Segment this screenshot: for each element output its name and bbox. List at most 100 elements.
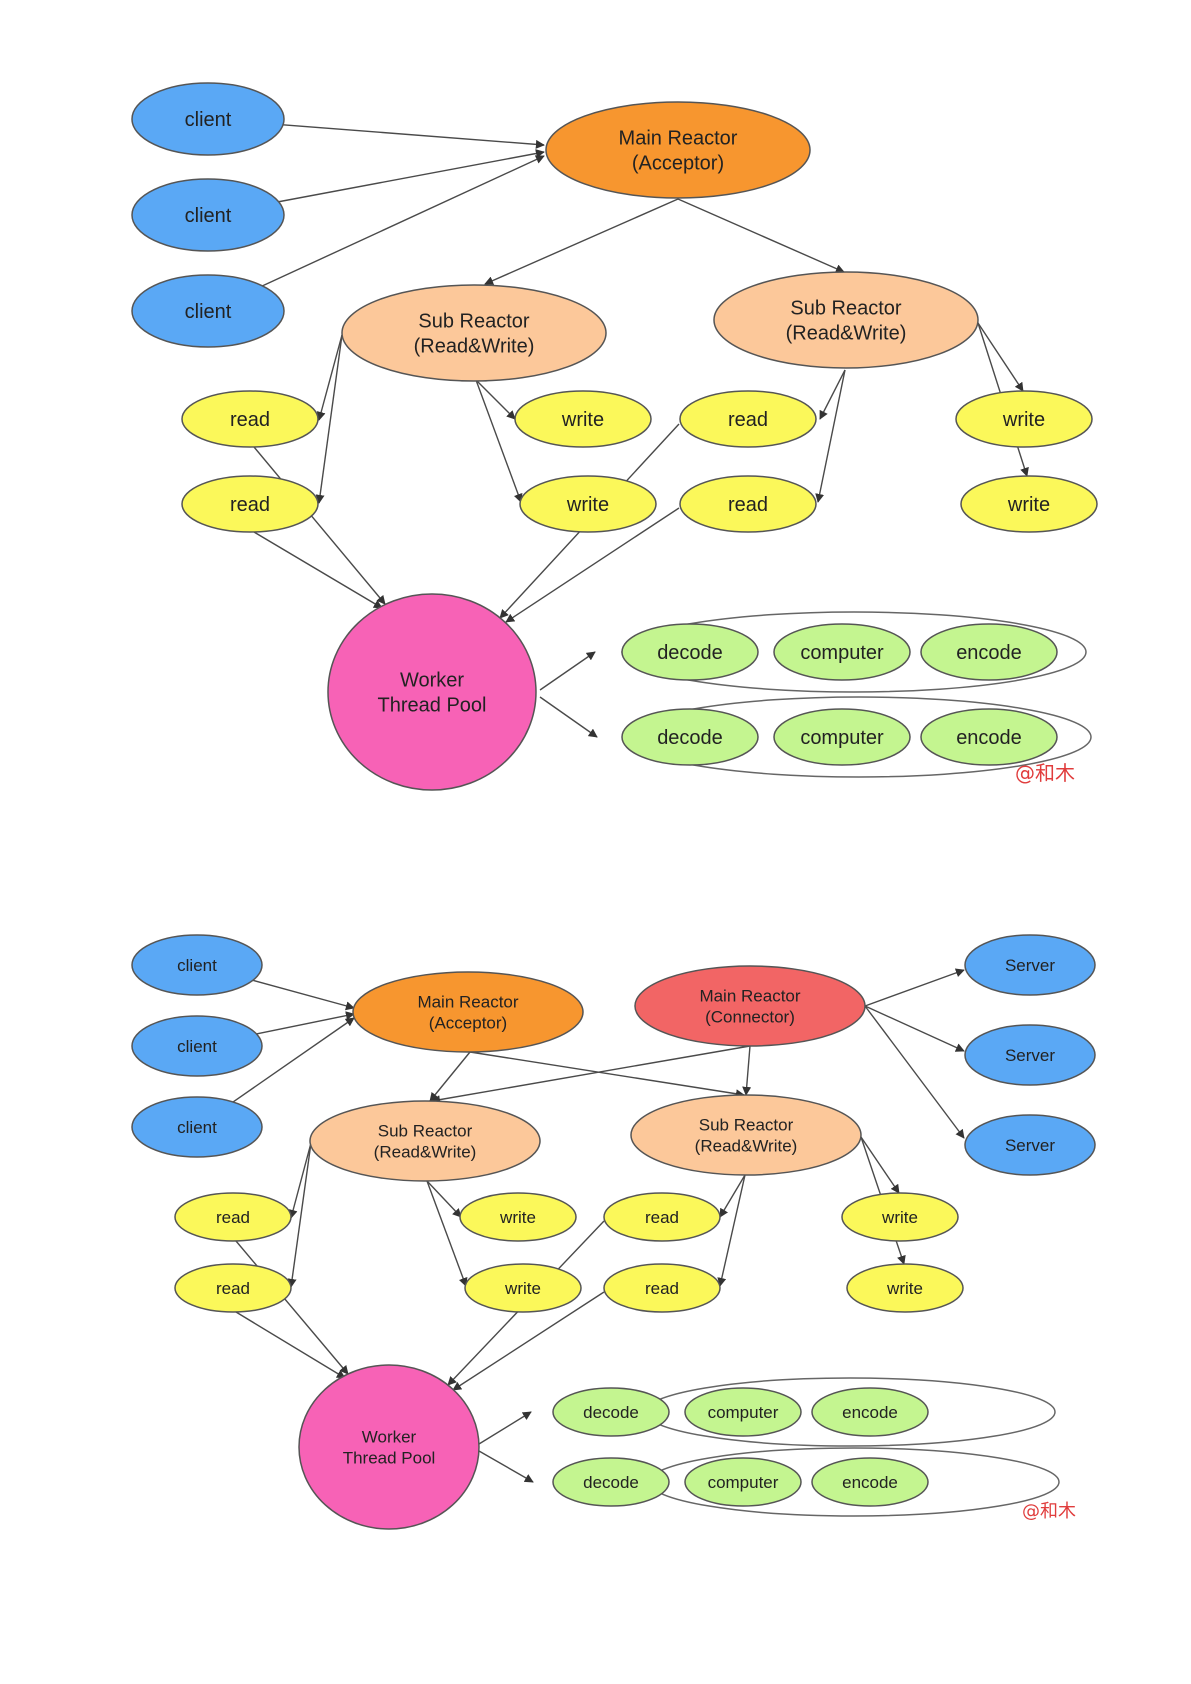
- sub-reactor-node-label: (Read&Write): [695, 1137, 798, 1156]
- connector-to-server-arrow: [864, 1005, 965, 1052]
- client-node-label: client: [177, 1118, 217, 1137]
- decode-task-node: [621, 708, 759, 766]
- worker-to-tasks-arrow: [539, 696, 598, 738]
- sub-reactor-node: [630, 1094, 862, 1176]
- main-reactor-connector-node-label: Main Reactor: [699, 986, 800, 1005]
- client-node-label: client: [177, 1037, 217, 1056]
- main-reactor-connector-node: [634, 965, 866, 1047]
- read-to-worker-arrow: [253, 446, 386, 605]
- decode-task-node-label: decode: [657, 642, 723, 664]
- write-node: [514, 390, 652, 448]
- client-node: [131, 274, 285, 348]
- write-node-label: write: [499, 1208, 536, 1227]
- server-node-label: Server: [1005, 1136, 1055, 1155]
- main-reactor-acceptor-node: [352, 971, 584, 1053]
- server-node: [964, 934, 1096, 996]
- decode-task-node: [552, 1387, 670, 1437]
- sub-reactor-node: [309, 1100, 541, 1182]
- sub-to-read-arrow: [287, 1142, 312, 1288]
- worker-thread-pool-node-label: Worker: [400, 670, 464, 692]
- sub-to-read-arrow: [819, 369, 846, 420]
- read-node-label: read: [216, 1279, 250, 1298]
- write-node: [464, 1263, 582, 1313]
- read-to-worker-arrow: [235, 1311, 346, 1379]
- read-node-label: read: [230, 494, 270, 516]
- read-node: [679, 475, 817, 533]
- client-node: [131, 82, 285, 156]
- sub-to-write-arrow: [426, 1180, 462, 1218]
- sub-reactor-node-label: Sub Reactor: [790, 298, 902, 320]
- read-node: [181, 475, 319, 533]
- read-to-worker-arrow: [452, 1291, 605, 1391]
- write-node-label: write: [881, 1208, 918, 1227]
- worker-thread-pool-node: [327, 593, 537, 791]
- decode-task-node-label: decode: [583, 1403, 639, 1422]
- decode-task-node: [621, 623, 759, 681]
- encode-task-node: [811, 1387, 929, 1437]
- write-node: [955, 390, 1093, 448]
- worker-to-tasks-arrow: [478, 1450, 534, 1483]
- write-node-label: write: [1007, 494, 1050, 516]
- sub-reactor-node-label: Sub Reactor: [418, 311, 530, 333]
- main-reactor-connector-node-label: (Connector): [705, 1008, 795, 1027]
- nodes-layer: [131, 82, 1098, 1530]
- write-node-label: write: [566, 494, 609, 516]
- connector-to-server-arrow: [864, 1005, 965, 1139]
- read-node-label: read: [645, 1279, 679, 1298]
- sub-reactor-node-label: (Read&Write): [374, 1143, 477, 1162]
- read-node: [603, 1192, 721, 1242]
- write-node: [846, 1263, 964, 1313]
- sub-reactor-node-label: Sub Reactor: [378, 1121, 473, 1140]
- server-node-label: Server: [1005, 956, 1055, 975]
- client-to-main-arrow: [252, 979, 355, 1011]
- read-node: [181, 390, 319, 448]
- write-node: [519, 475, 657, 533]
- main-reactor-acceptor-node-label: Main Reactor: [417, 992, 518, 1011]
- read-to-worker-arrow: [505, 507, 680, 623]
- sub-to-read-arrow: [288, 1142, 312, 1219]
- main-reactor-acceptor-node-label: (Acceptor): [632, 153, 724, 175]
- watermark: @和木: [1015, 761, 1075, 785]
- main-reactor-acceptor-node-label: Main Reactor: [619, 128, 738, 150]
- server-node: [964, 1024, 1096, 1086]
- sub-to-write-arrow: [475, 379, 516, 420]
- worker-thread-pool-node-label: Thread Pool: [378, 695, 487, 717]
- sub-reactor-node-label: (Read&Write): [414, 336, 535, 358]
- sub-to-read-arrow: [315, 334, 343, 504]
- client-node-label: client: [185, 301, 232, 323]
- client-to-main-arrow: [262, 155, 545, 287]
- read-to-worker-arrow: [235, 1240, 349, 1375]
- sub-to-write-arrow: [860, 1136, 900, 1194]
- write-node-label: write: [504, 1279, 541, 1298]
- write-node: [459, 1192, 577, 1242]
- sub-to-write-arrow: [977, 322, 1024, 392]
- sub-reactor-node-label: Sub Reactor: [699, 1115, 794, 1134]
- encode-task-node: [920, 623, 1058, 681]
- main-reactor-acceptor-node-label: (Acceptor): [429, 1014, 507, 1033]
- worker-to-tasks-arrow: [539, 651, 596, 691]
- main-reactor-acceptor-node: [545, 101, 811, 199]
- worker-thread-pool-node: [298, 1364, 480, 1530]
- server-node-label: Server: [1005, 1046, 1055, 1065]
- client-node-label: client: [185, 205, 232, 227]
- client-to-main-arrow: [278, 149, 545, 203]
- computer-task-node-label: computer: [708, 1403, 779, 1422]
- read-node-label: read: [645, 1208, 679, 1227]
- decode-task-node-label: decode: [583, 1473, 639, 1492]
- worker-thread-pool-node-label: Worker: [362, 1427, 417, 1446]
- write-node-label: write: [561, 409, 604, 431]
- main-to-sub-arrow: [469, 1051, 745, 1099]
- write-node-label: write: [886, 1279, 923, 1298]
- client-node: [131, 934, 263, 996]
- sub-to-read-arrow: [717, 1174, 746, 1287]
- client-to-main-arrow: [256, 1011, 355, 1035]
- read-to-worker-arrow: [253, 531, 383, 609]
- decode-task-node-label: decode: [657, 727, 723, 749]
- read-node: [174, 1263, 292, 1313]
- computer-task-node: [684, 1387, 802, 1437]
- main-to-sub-arrow: [677, 198, 845, 273]
- main-to-sub-arrow: [429, 1051, 471, 1102]
- computer-task-node: [684, 1457, 802, 1507]
- computer-task-node: [773, 708, 911, 766]
